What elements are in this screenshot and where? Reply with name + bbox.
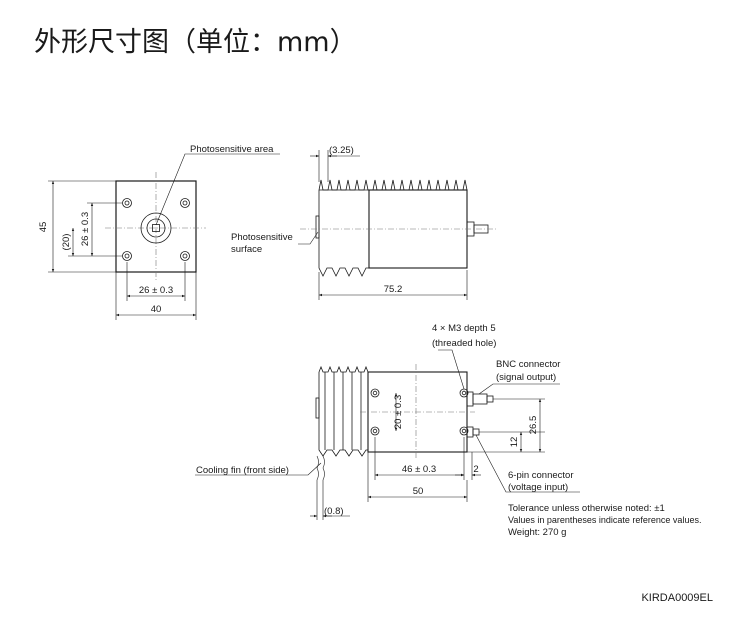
hole-pitch-horizontal-label: 26 ± 0.3 (139, 285, 173, 296)
pin-height-label: 12 (509, 437, 520, 448)
photosensitive-surface-label-2: surface (231, 244, 262, 255)
threaded-hole-label-1: 4 × M3 depth 5 (432, 323, 496, 334)
fin-offset-label: (3.25) (329, 145, 354, 156)
bnc-connector (466, 391, 494, 407)
mounting-holes (122, 198, 190, 261)
bnc-connector-label-2: (signal output) (496, 372, 556, 383)
six-pin-connector (466, 426, 480, 438)
hole-pitch-vertical-label: 26 ± 0.3 (80, 212, 91, 246)
weight-note: Weight: 270 g (508, 527, 566, 538)
bnc-connector-label-1: BNC connector (496, 359, 560, 370)
rear-hole-pitch-horizontal-label: 46 ± 0.3 (402, 464, 436, 475)
threaded-hole-label-2: (threaded hole) (432, 338, 496, 349)
tolerance-note: Tolerance unless otherwise noted: ±1 (508, 503, 665, 514)
body-length-50-label: 50 (413, 486, 424, 497)
six-pin-connector-label-1: 6-pin connector (508, 470, 573, 481)
rear-fins (318, 365, 369, 457)
reference-note: Values in parentheses indicate reference… (508, 515, 701, 525)
photosensitive-surface-label-1: Photosensitive (231, 232, 293, 243)
rear-mounting-holes (370, 388, 469, 436)
height-20-label: (20) (61, 234, 72, 251)
drawing-code: KIRDA0009EL (641, 592, 713, 604)
width-40-label: 40 (151, 304, 162, 315)
front-view: Photosensitive area 45 (20) 26 ± 0.3 26 … (38, 144, 280, 320)
photosensitive-area-label: Photosensitive area (190, 144, 274, 155)
notes: Tolerance unless otherwise noted: ±1 Val… (508, 503, 701, 538)
rear-hole-pitch-vertical-label: 20 ± 0.3 (393, 395, 404, 429)
height-45-label: 45 (38, 222, 49, 233)
rear-view: 4 × M3 depth 5 (threaded hole) BNC conne… (195, 323, 580, 520)
side-view: (3.25) Photosensitive surface 75.2 (231, 145, 498, 300)
six-pin-connector-label-2: (voltage input) (508, 482, 568, 493)
fin-gap-label: (0.8) (324, 506, 344, 517)
cooling-fin-label: Cooling fin (front side) (196, 465, 289, 476)
length-75-2-label: 75.2 (384, 284, 403, 295)
page-title: 外形尺寸图（单位：mm） (34, 27, 357, 58)
gap-2-label: 2 (473, 464, 478, 475)
bnc-height-label: 26.5 (528, 416, 539, 435)
